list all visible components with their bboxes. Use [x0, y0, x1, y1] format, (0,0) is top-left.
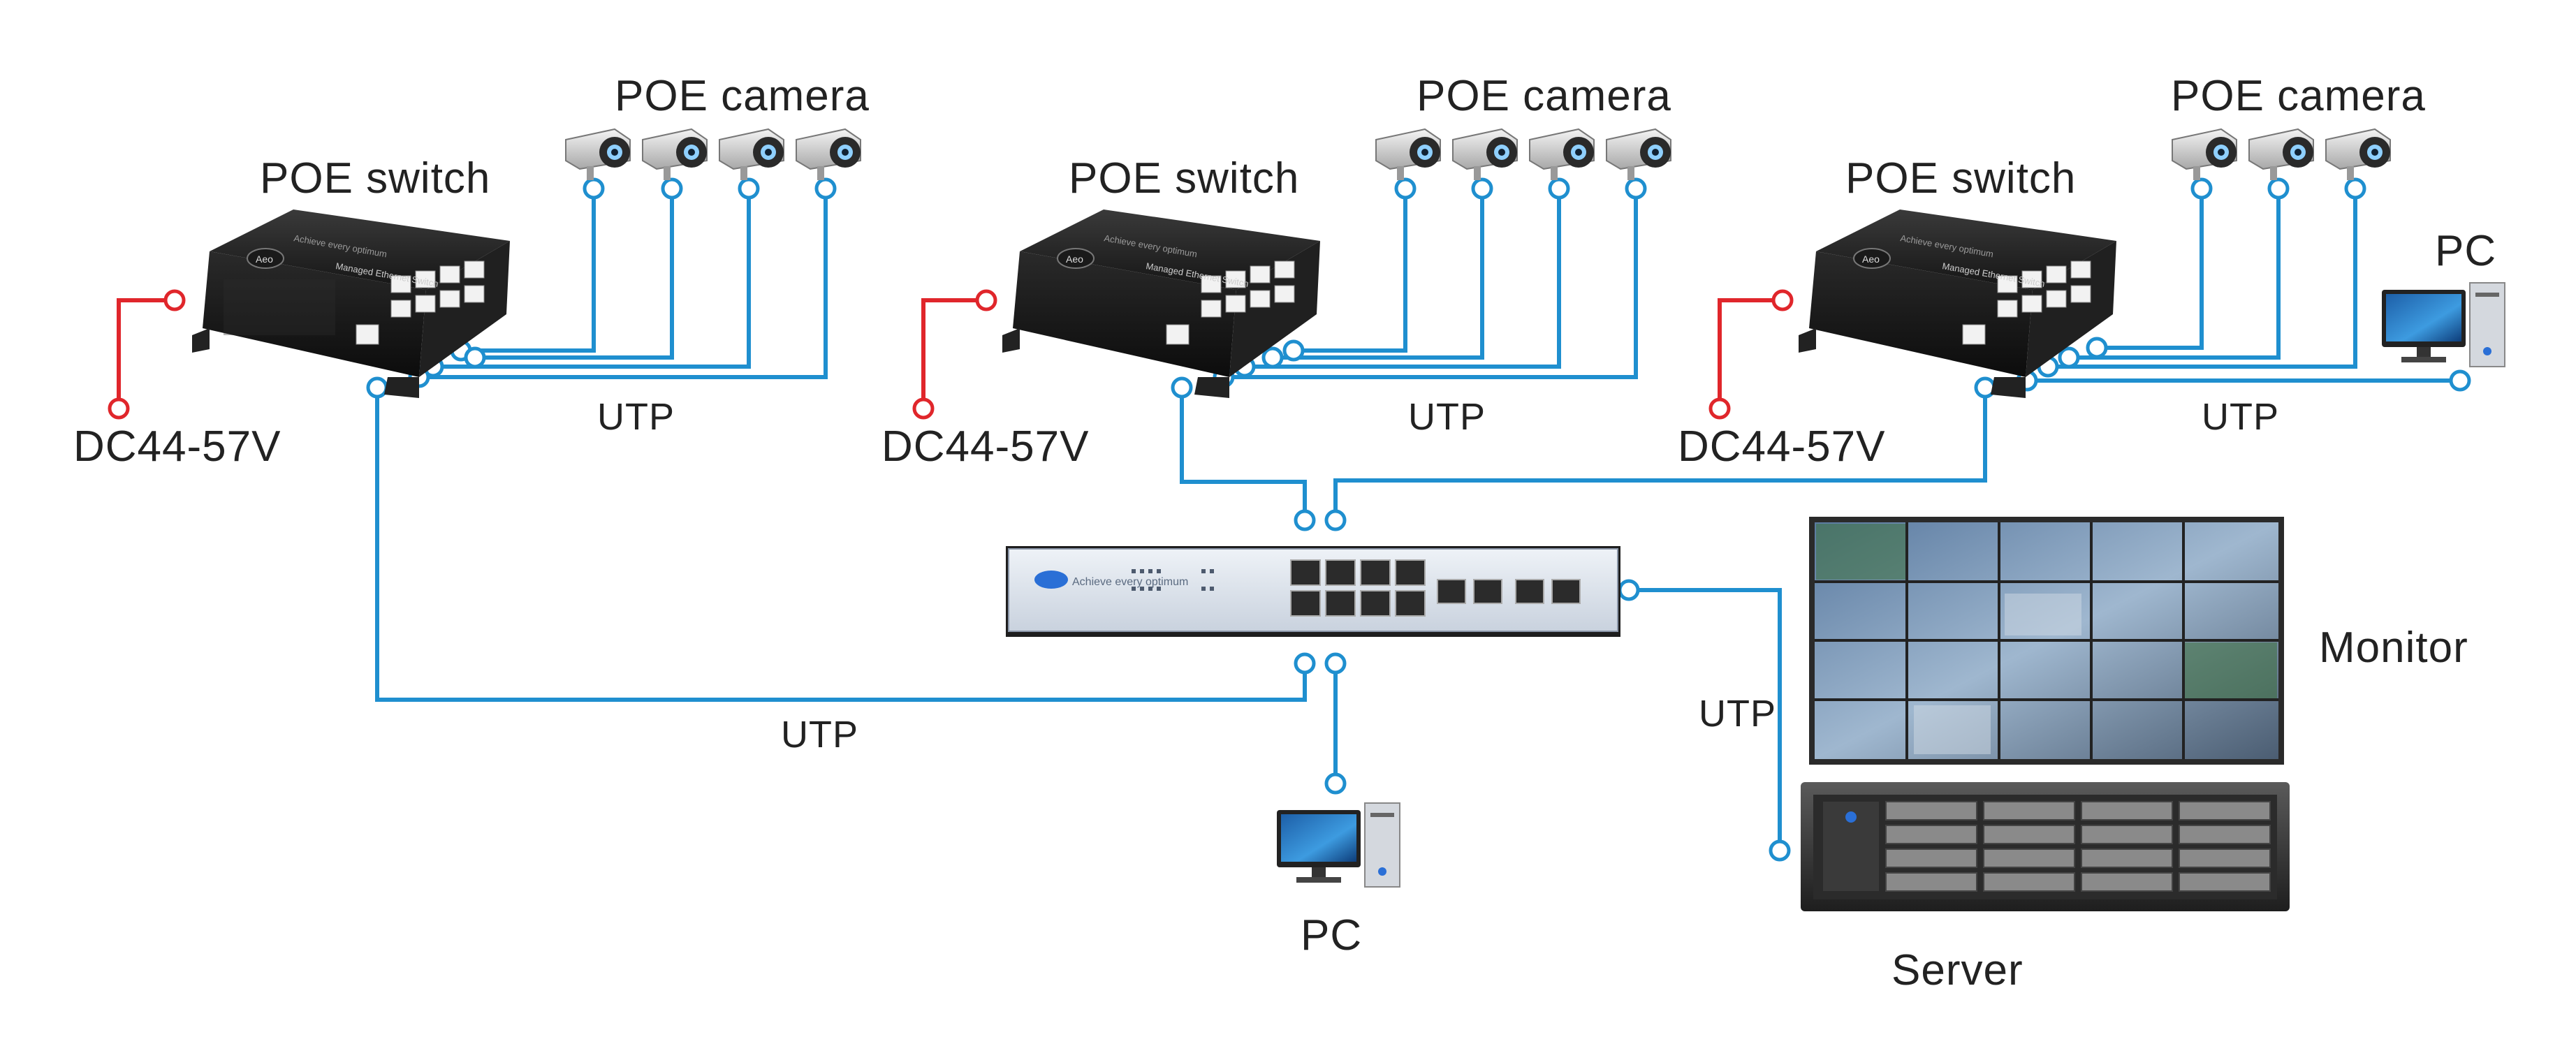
label-poe-switch-3: POE switch	[1845, 154, 2076, 203]
cable-s3-central	[1333, 388, 1987, 520]
poe-switch-1: Aeo Achieve every optimum Managed Ethern…	[192, 209, 510, 398]
label-poe-switch-1: POE switch	[260, 154, 490, 203]
power-endpoints	[108, 289, 1794, 420]
switch1-brand: Aeo	[256, 253, 273, 265]
label-poe-camera-2: POE camera	[1417, 72, 1671, 120]
label-poe-switch-2: POE switch	[1069, 154, 1299, 203]
cable-s2-cam3	[1245, 189, 1561, 369]
poe-switch-3: Aeo Achieve every optimum Managed Ethern…	[1799, 209, 2116, 398]
switch2-brand: Aeo	[1066, 253, 1083, 265]
central-switch: Achieve every optimum	[1006, 546, 1620, 637]
poe-camera-icon	[2248, 128, 2314, 180]
pc-icon-bottom	[1277, 802, 1400, 888]
cable-s2-central	[1180, 388, 1307, 520]
utp-cables	[375, 189, 2460, 851]
poe-camera-icon	[1529, 128, 1595, 180]
label-utp-4: UTP	[781, 714, 858, 756]
label-pc-right: PC	[2435, 227, 2496, 275]
power-cables	[117, 298, 1783, 409]
camera-icon-group	[565, 128, 2391, 180]
cable-s2-cam4	[1224, 189, 1638, 379]
label-dc-power-1: DC44-57V	[73, 422, 281, 471]
poe-camera-icon	[719, 128, 784, 180]
poe-camera-icon	[1452, 128, 1518, 180]
cable-s1-cam1	[461, 189, 596, 353]
label-monitor: Monitor	[2319, 624, 2468, 672]
label-utp-1: UTP	[597, 396, 675, 438]
label-dc-power-3: DC44-57V	[1678, 422, 1885, 471]
poe-camera-icon	[2172, 128, 2237, 180]
poe-switch-2: Aeo Achieve every optimum Managed Ethern…	[1002, 209, 1320, 398]
power-cable-s2	[921, 298, 986, 409]
label-dc-power-2: DC44-57V	[881, 422, 1089, 471]
cable-s3-cam1	[2097, 189, 2204, 350]
switch3-brand: Aeo	[1862, 253, 1880, 265]
cable-s1-cam3	[426, 189, 751, 369]
cable-s3-cam2	[2069, 189, 2281, 360]
poe-camera-icon	[642, 128, 708, 180]
label-server: Server	[1891, 946, 2024, 994]
label-utp-5: UTP	[1699, 693, 1776, 735]
server-icon	[1801, 782, 2290, 911]
poe-camera-icon	[796, 128, 861, 180]
poe-camera-icon	[565, 128, 631, 180]
cable-s1-cam2	[475, 189, 674, 360]
poe-camera-icon	[1375, 128, 1441, 180]
cable-s1-cam4	[419, 189, 828, 379]
label-utp-3: UTP	[2202, 396, 2279, 438]
label-utp-2: UTP	[1408, 396, 1486, 438]
power-cable-s1	[117, 298, 175, 409]
pc-icon-right	[2382, 282, 2505, 367]
power-cable-s3	[1718, 298, 1783, 409]
monitor-wall-icon	[1809, 517, 2284, 765]
diagram-labels: POE camera POE camera POE camera POE swi…	[73, 72, 2496, 994]
label-poe-camera-3: POE camera	[2171, 72, 2426, 120]
cable-s1-central	[375, 388, 1307, 702]
cable-s2-cam2	[1273, 189, 1484, 360]
cable-s2-cam1	[1294, 189, 1407, 353]
central-slogan: Achieve every optimum	[1072, 576, 1188, 588]
poe-camera-icon	[2325, 128, 2391, 180]
poe-camera-icon	[1606, 128, 1671, 180]
label-pc-bottom: PC	[1301, 911, 1362, 959]
label-poe-camera-1: POE camera	[615, 72, 870, 120]
cable-s3-cam3	[2048, 189, 2357, 369]
cable-central-server	[1629, 588, 1782, 851]
